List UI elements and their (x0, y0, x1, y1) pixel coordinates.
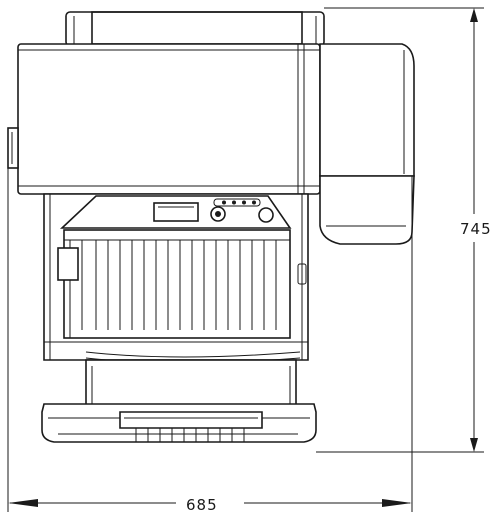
printer-top-cover (7, 43, 321, 195)
tray-ribs (95, 240, 265, 330)
height-dimension (316, 7, 484, 453)
height-dimension-label: 745 (460, 220, 492, 238)
output-tray (57, 229, 301, 364)
control-panel (59, 195, 292, 229)
width-dimension (7, 156, 413, 512)
handle-grip-ribs (135, 428, 245, 442)
indicator-lights (213, 198, 261, 207)
right-side-module (319, 43, 415, 245)
width-dimension-label: 685 (186, 496, 218, 514)
paper-cassette (41, 359, 317, 443)
rear-paper-tray (65, 11, 325, 47)
resume-button-icon (258, 207, 274, 223)
display-window (153, 202, 199, 222)
